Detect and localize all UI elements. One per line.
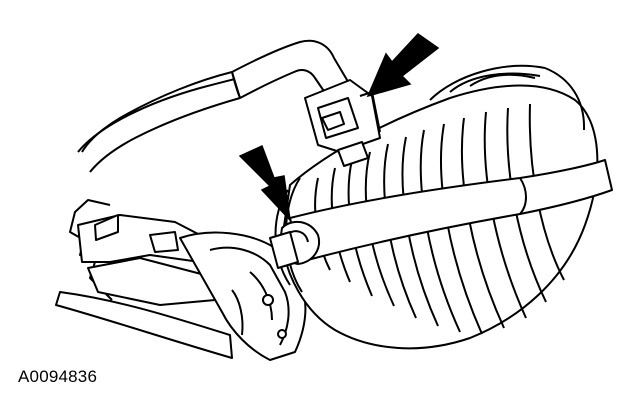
crankcase-vent-hose (269, 159, 613, 269)
arrow-upper-connector (366, 33, 440, 98)
engine-bay-background (55, 65, 293, 359)
arrow-lower-clamp (238, 144, 292, 223)
throttle-body-housing (179, 231, 307, 361)
pcv-hose-and-connector (81, 39, 381, 173)
figure-id-label: A0094836 (18, 367, 98, 386)
callout-arrows (238, 33, 440, 223)
